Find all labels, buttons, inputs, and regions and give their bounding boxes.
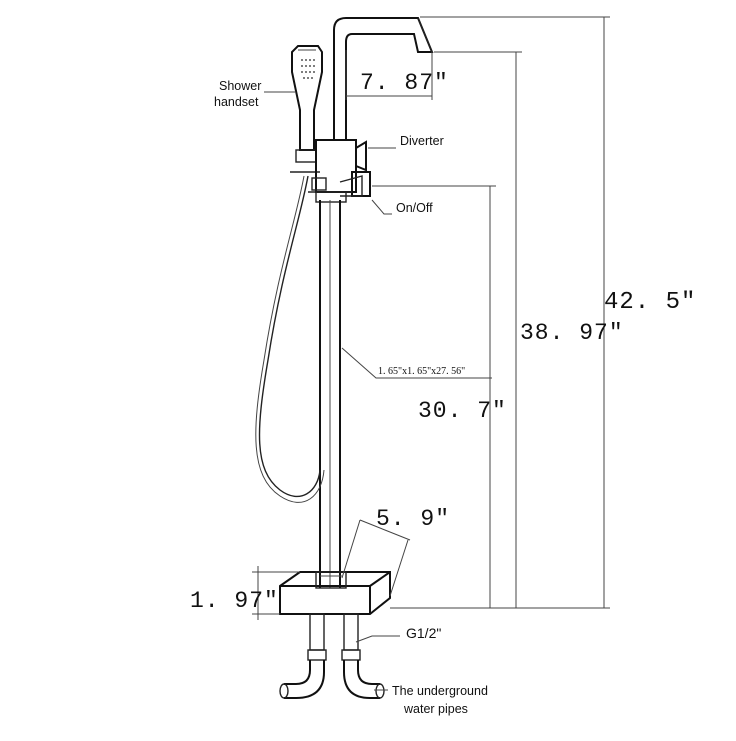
on-off-leader [371, 199, 392, 215]
spout-reach-dimension [345, 50, 433, 100]
underground-label-2: water pipes [404, 702, 468, 716]
on-off-height-dimension [434, 51, 522, 608]
on-off-label: On/Off [396, 201, 433, 215]
base-width-dimension [341, 519, 411, 597]
total-height-dimension [390, 16, 610, 609]
diverter-label: Diverter [400, 134, 444, 148]
thread-leader [355, 635, 400, 643]
total-height-value: 42. 5" [604, 289, 697, 316]
pipe-size-label: 1. 65"x1. 65"x27. 56" [378, 366, 466, 377]
base [279, 571, 391, 615]
thread-label: G1/2" [406, 625, 442, 641]
underground-label-1: The underground [392, 684, 488, 698]
valve-body [308, 139, 371, 203]
pipe-height-value: 30. 7" [418, 398, 507, 424]
shower-handset [290, 45, 323, 173]
shower-handset-label-1: Shower [219, 79, 262, 93]
shower-handset-label-2: handset [214, 95, 259, 109]
vertical-pipe [319, 200, 341, 588]
shower-hose [258, 175, 321, 498]
pipe-size-leader [341, 347, 492, 379]
spout-reach-value: 7. 87" [360, 70, 449, 96]
base-height-value: 1. 97" [190, 588, 279, 614]
base-width-value: 5. 9" [376, 506, 451, 532]
spout [333, 17, 434, 140]
pipe-height-dimension [372, 185, 496, 608]
base-height-dimension [252, 566, 300, 620]
underground-pipes [279, 613, 385, 699]
on-off-height-value: 38. 97" [520, 320, 624, 346]
